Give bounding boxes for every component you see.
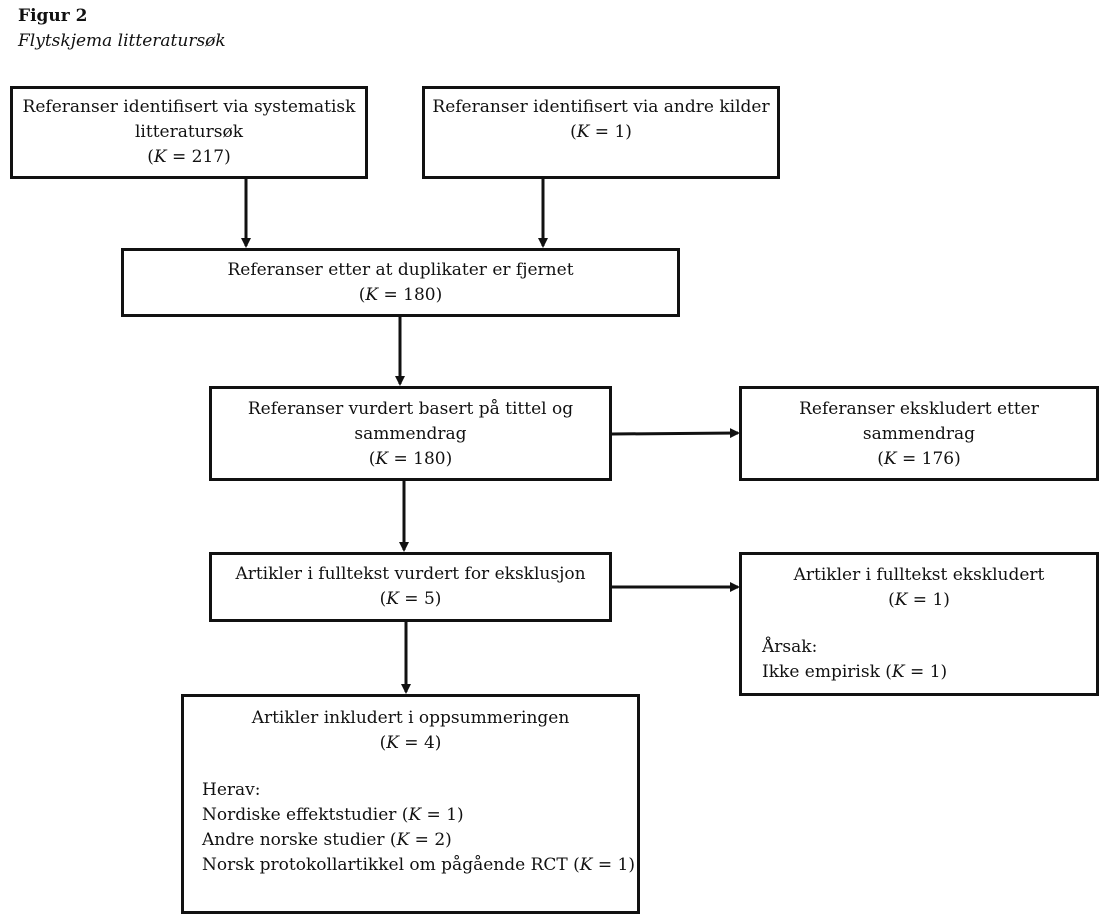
- box-text: Referanser identifisert via systematisk: [22, 97, 356, 117]
- k-count: (K = 176): [877, 449, 961, 469]
- box-fulltext-excluded: Artikler i fulltekst ekskludert (K = 1) …: [739, 552, 1099, 696]
- box-fulltext-assessed: Artikler i fulltekst vurdert for eksklus…: [209, 552, 612, 622]
- k-count: (K = 4): [379, 733, 442, 753]
- box-text: Artikler inkludert i oppsummeringen: [251, 708, 570, 728]
- box-screened: Referanser vurdert basert på tittel og s…: [209, 386, 612, 481]
- list-item: Norsk protokollartikkel om pågående RCT …: [202, 855, 635, 875]
- box-text: Referanser etter at duplikater er fjerne…: [227, 260, 574, 280]
- list-item: Andre norske studier (K = 2): [202, 830, 452, 850]
- k-count: (K = 5): [379, 589, 442, 609]
- box-text: Artikler i fulltekst vurdert for eksklus…: [235, 564, 586, 584]
- k-count: (K = 217): [147, 147, 231, 167]
- box-systematic-search: Referanser identifisert via systematisk …: [10, 86, 368, 179]
- box-text: sammendrag: [862, 424, 976, 444]
- box-text: Referanser vurdert basert på tittel og: [247, 399, 574, 419]
- box-other-sources: Referanser identifisert via andre kilder…: [422, 86, 780, 179]
- reason-item: Ikke empirisk (K = 1): [762, 662, 948, 682]
- box-text: Referanser ekskludert etter: [799, 399, 1039, 419]
- box-excluded-abstract: Referanser ekskludert etter sammendrag (…: [739, 386, 1099, 481]
- figure-label: Figur 2: [18, 6, 88, 26]
- k-count: (K = 1): [888, 590, 950, 610]
- k-count: (K = 1): [570, 122, 632, 142]
- reason-label: Årsak:: [762, 637, 818, 657]
- sub-label: Herav:: [202, 780, 261, 800]
- box-text: Artikler i fulltekst ekskludert: [793, 565, 1045, 585]
- list-item: Nordiske effektstudier (K = 1): [202, 805, 464, 825]
- box-duplicates-removed: Referanser etter at duplikater er fjerne…: [121, 248, 680, 317]
- box-text: litteratursøk: [134, 122, 244, 142]
- box-text: Referanser identifisert via andre kilder: [432, 97, 770, 117]
- box-included: Artikler inkludert i oppsummeringen (K =…: [181, 694, 640, 914]
- figure-caption: Flytskjema litteratursøk: [18, 31, 226, 51]
- k-count: (K = 180): [368, 449, 453, 469]
- box-text: sammendrag: [354, 424, 467, 444]
- k-count: (K = 180): [358, 285, 443, 305]
- arrow-screened-to-excluded: [611, 428, 740, 439]
